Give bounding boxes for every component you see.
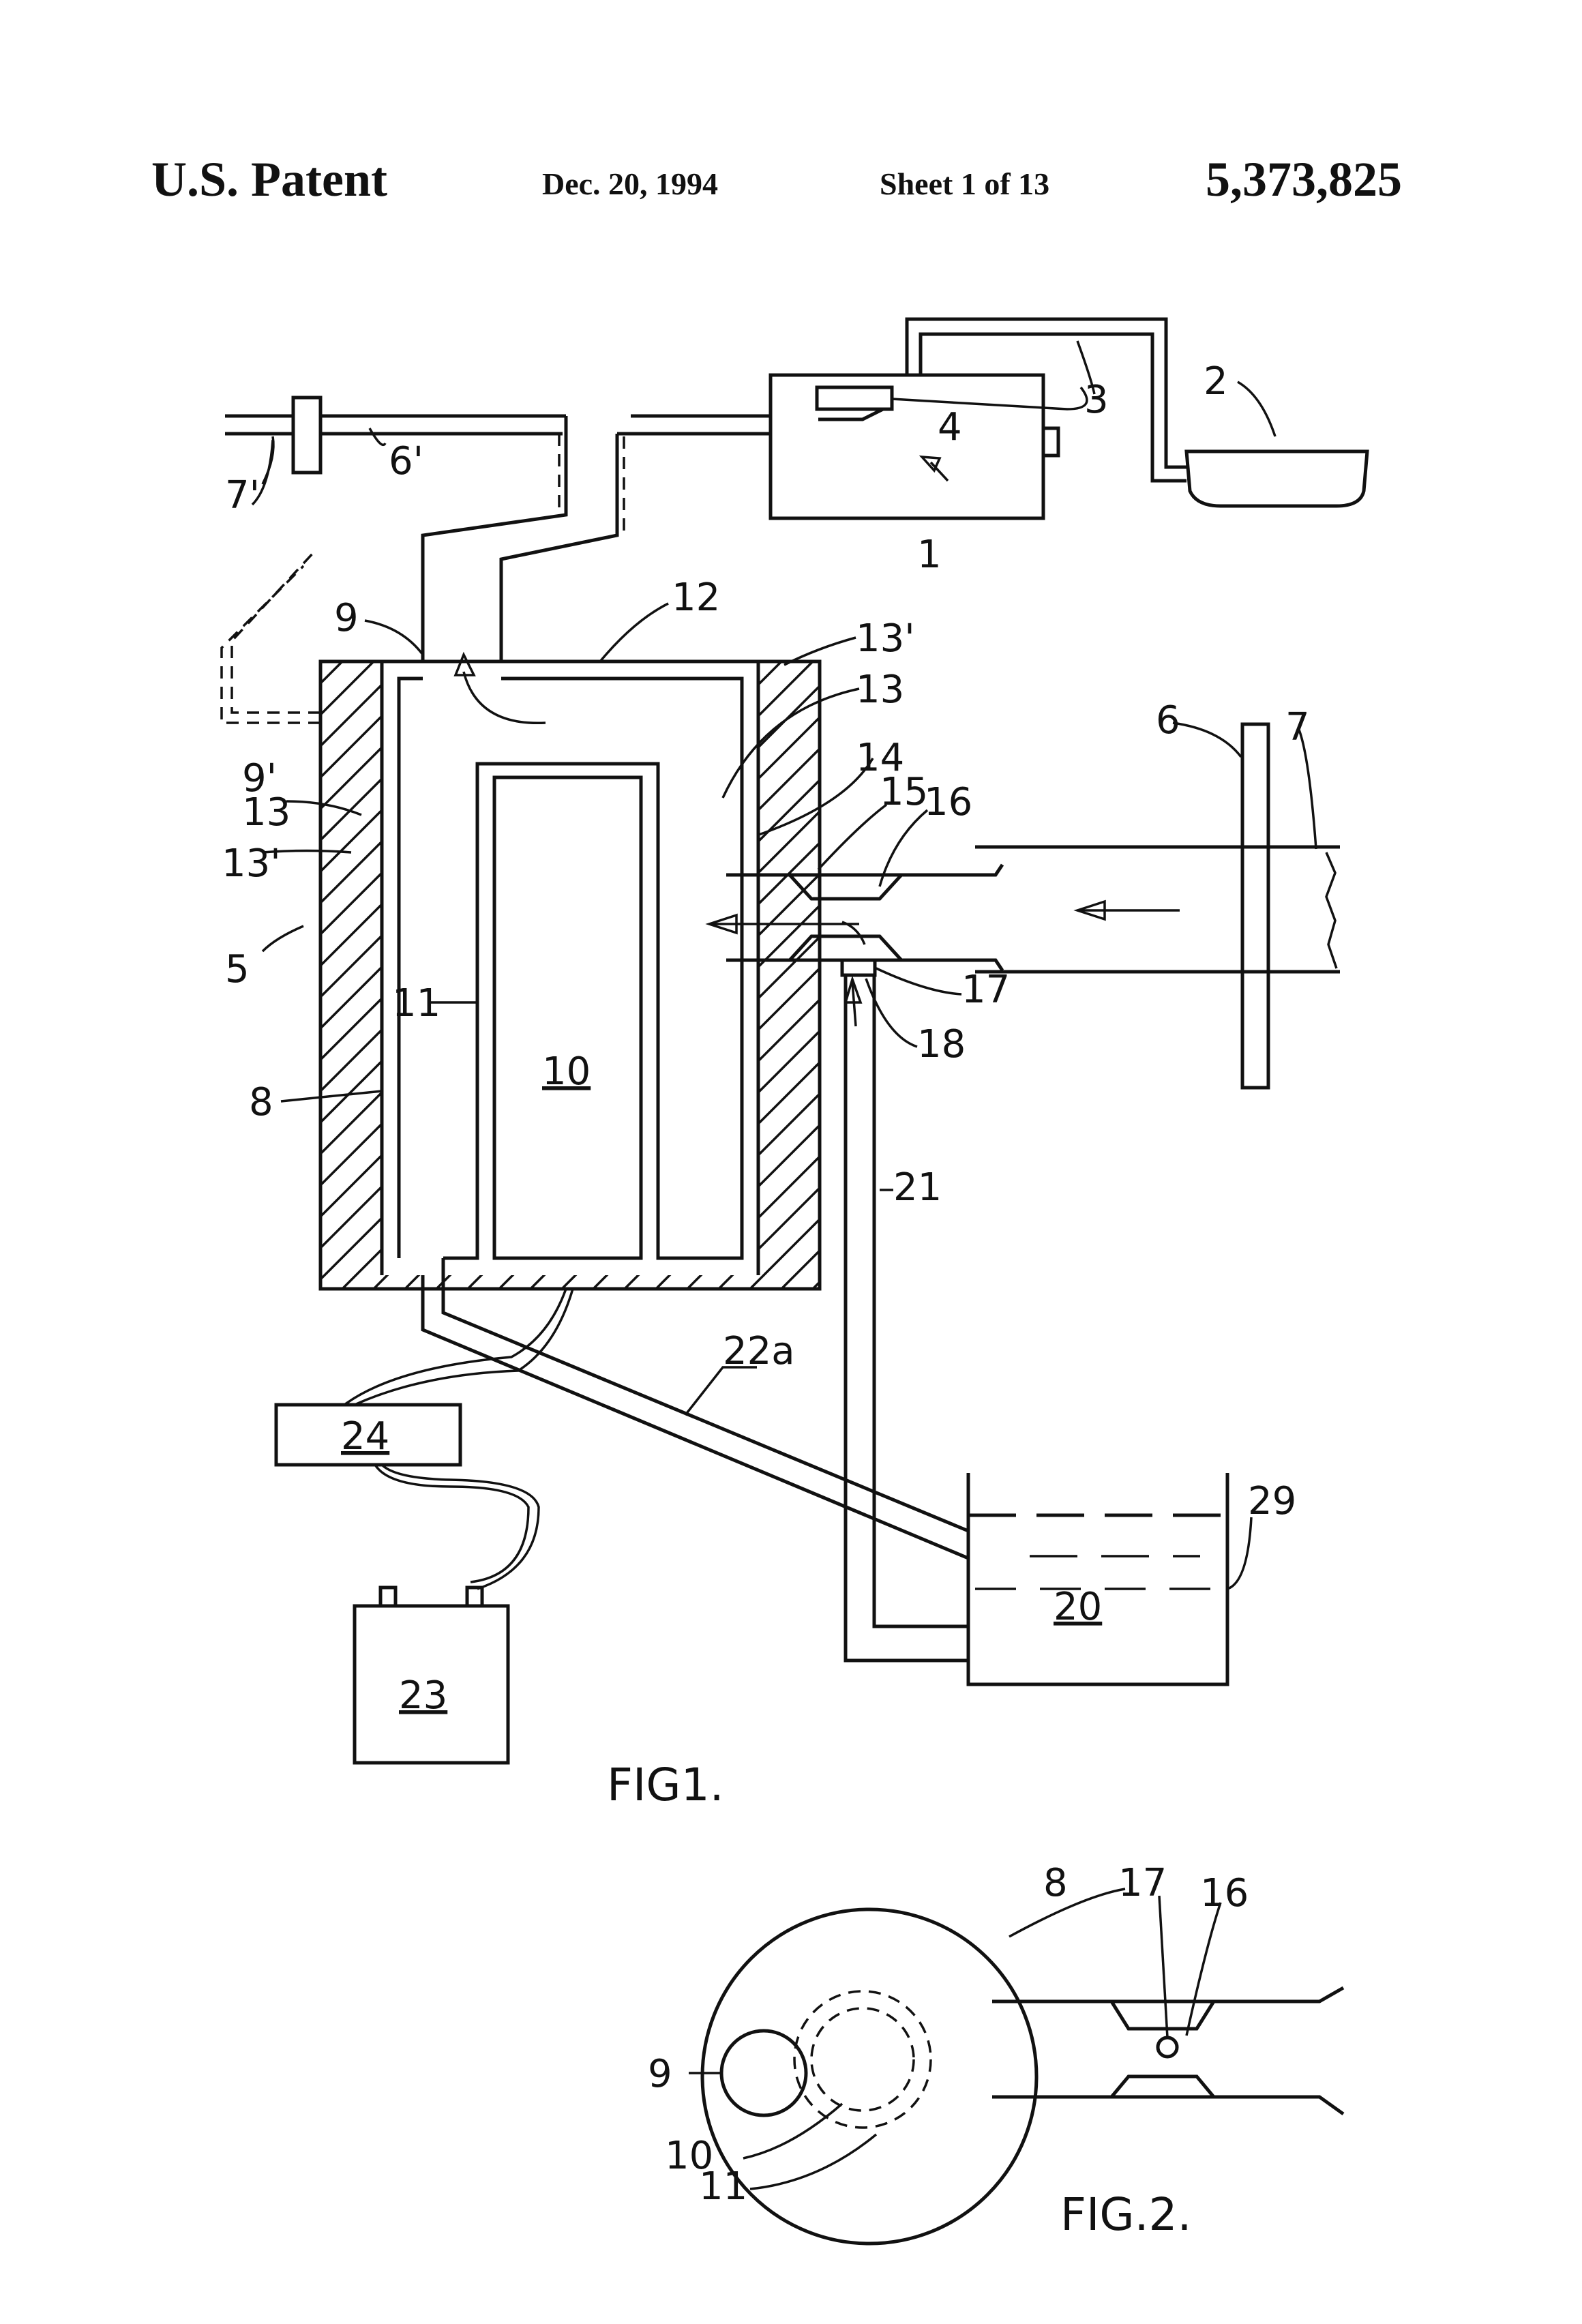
label-7: 7 — [1285, 705, 1310, 749]
fig2-label-16: 16 — [1200, 1871, 1249, 1916]
label-12: 12 — [672, 576, 720, 620]
label-6: 6 — [1156, 698, 1180, 743]
conduit-9-circle — [721, 2031, 806, 2115]
label-6-prime: 6' — [389, 439, 423, 483]
figure-1-diagram: 1 2 3 4 5 6 6' 7 7' 8 9 9' 10 11 12 13 1… — [222, 319, 1367, 1811]
label-20: 20 — [1054, 1585, 1102, 1629]
line-22a — [423, 1289, 968, 1558]
label-2: 2 — [1204, 359, 1228, 404]
label-7-prime: 7' — [225, 473, 260, 518]
fig2-label-11: 11 — [699, 2164, 747, 2209]
label-21: 21 — [893, 1165, 942, 1210]
orifice-17 — [842, 960, 875, 975]
label-9: 9 — [334, 596, 359, 640]
fig2-label-8: 8 — [1043, 1861, 1068, 1905]
label-13-prime-right: 13' — [856, 616, 915, 661]
label-22a: 22a — [723, 1329, 795, 1373]
label-5: 5 — [225, 947, 250, 992]
valve-4 — [817, 387, 892, 409]
pipe-7 — [975, 724, 1340, 1088]
flange-6-prime — [293, 398, 320, 473]
orifice-17-circle — [1158, 2038, 1177, 2057]
label-8: 8 — [249, 1080, 273, 1124]
label-24: 24 — [341, 1414, 389, 1459]
chamber-5 — [222, 552, 820, 1289]
figure-1-caption: FIG1. — [607, 1759, 724, 1811]
housing-8-circle — [702, 1909, 1036, 2244]
label-29: 29 — [1248, 1479, 1296, 1523]
figure-2-caption: FIG.2. — [1060, 2188, 1192, 2241]
label-18: 18 — [917, 1022, 966, 1067]
fig2-label-17: 17 — [1118, 1861, 1167, 1905]
figure-2-diagram: 8 9 10 11 16 17 FIG.2. — [648, 1861, 1343, 2244]
label-13-prime-left: 13' — [222, 841, 281, 886]
reservoir-29 — [968, 1473, 1227, 1684]
label-13-left: 13 — [242, 790, 290, 835]
label-23: 23 — [399, 1673, 447, 1718]
boiler-unit-1 — [771, 375, 1058, 518]
label-10: 10 — [542, 1049, 591, 1094]
label-15: 15 — [880, 770, 928, 814]
label-1: 1 — [917, 533, 942, 577]
tray-2 — [1186, 451, 1367, 506]
conduit-9 — [423, 416, 624, 661]
label-3: 3 — [1084, 378, 1109, 422]
pipe-7-prime — [225, 398, 771, 473]
flange-6 — [1242, 724, 1268, 1088]
label-17: 17 — [961, 968, 1010, 1012]
label-4: 4 — [938, 405, 962, 449]
label-13-right: 13 — [856, 668, 904, 712]
fig2-label-9: 9 — [648, 2052, 672, 2096]
label-11: 11 — [392, 981, 441, 1026]
label-16: 16 — [924, 780, 972, 824]
tube-21 — [846, 975, 968, 1660]
